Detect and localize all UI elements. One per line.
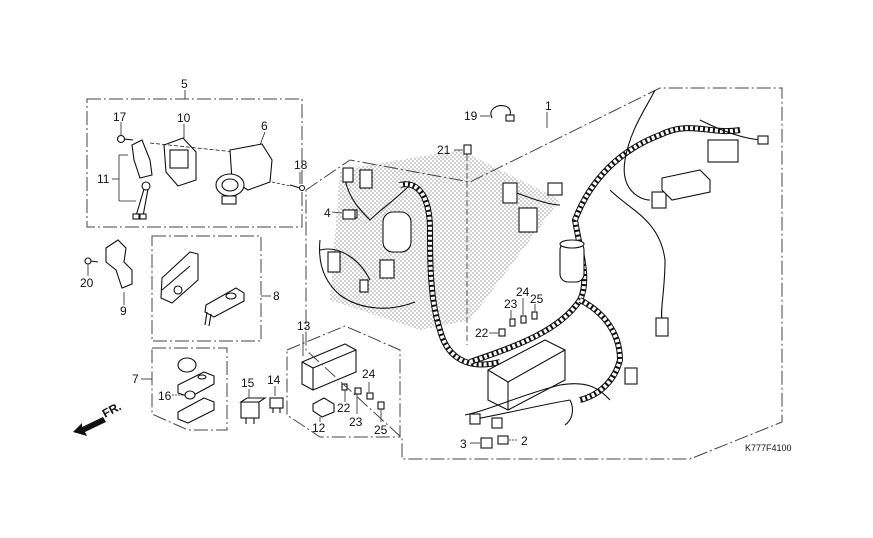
part-20-screw [84, 257, 99, 276]
callout-23-fusebox: 23 [349, 415, 363, 429]
callout-24-fusebox: 24 [362, 367, 376, 381]
callout-15: 15 [241, 376, 255, 390]
part-11-bracket [112, 139, 153, 220]
group-7-frame [141, 347, 228, 431]
part-8-key-unit [160, 251, 199, 304]
callout-22-fusebox: 22 [337, 401, 351, 415]
callout-14: 14 [267, 373, 281, 387]
callout-18: 18 [294, 158, 308, 172]
group-13-frame [286, 325, 401, 438]
part-17-bolt [116, 122, 134, 144]
harness-main-trunk [469, 125, 741, 403]
callout-7: 7 [132, 372, 139, 386]
harness-right-section [609, 89, 769, 337]
callout-1: 1 [545, 99, 552, 113]
part-2-connector [497, 435, 518, 445]
harness-clips [489, 298, 538, 337]
part-6-ignition-switch [215, 131, 273, 205]
callout-2: 2 [521, 434, 528, 448]
callout-12: 12 [312, 421, 326, 435]
part-18-screw [271, 172, 306, 192]
callout-6: 6 [261, 119, 268, 133]
callout-24-harness: 24 [516, 285, 530, 299]
group-1-frame [305, 87, 783, 460]
callout-4: 4 [324, 206, 331, 220]
callout-23-harness: 23 [504, 297, 518, 311]
callout-16: 16 [158, 389, 172, 403]
callout-8: 8 [273, 289, 280, 303]
callout-11: 11 [97, 172, 110, 186]
part-7-fob-shell [177, 357, 215, 424]
part-21-grommet [454, 144, 472, 345]
part-8-fob [204, 287, 245, 327]
part-9-bracket [105, 239, 133, 305]
callout-9: 9 [120, 304, 127, 318]
part-15-relay [239, 389, 267, 424]
callout-19: 19 [464, 109, 478, 123]
callout-22-harness: 22 [475, 326, 489, 340]
callout-5: 5 [181, 77, 188, 91]
part-3-connector [470, 437, 493, 449]
part-19-clamp [480, 105, 515, 122]
callout-13: 13 [297, 319, 311, 333]
callout-17: 17 [113, 110, 127, 124]
part-14-relay [269, 386, 284, 413]
callout-25-harness: 25 [530, 292, 544, 306]
callout-10: 10 [177, 111, 191, 125]
callout-21: 21 [437, 143, 451, 157]
callout-labels: 1 2 3 4 5 6 7 8 9 10 11 12 13 14 15 16 1… [80, 77, 552, 451]
part-4-connector [331, 209, 356, 220]
group-5-frame [86, 90, 303, 228]
callout-3: 3 [460, 437, 467, 451]
harness-upper-connectors [502, 182, 563, 233]
part-16-battery [172, 390, 196, 400]
part-10-module [149, 124, 236, 187]
callout-20: 20 [80, 276, 94, 290]
front-direction-arrow: FR. [73, 399, 123, 436]
front-direction-label: FR. [100, 399, 124, 420]
harness-left-section [318, 167, 501, 368]
part-12-connector [312, 397, 335, 422]
drawing-code: K777F4100 [745, 443, 792, 453]
group-8-frame [151, 235, 271, 342]
callout-25-fusebox: 25 [374, 423, 388, 437]
part-13-fuse-box [301, 343, 357, 391]
harness-fuse-block [464, 339, 638, 429]
